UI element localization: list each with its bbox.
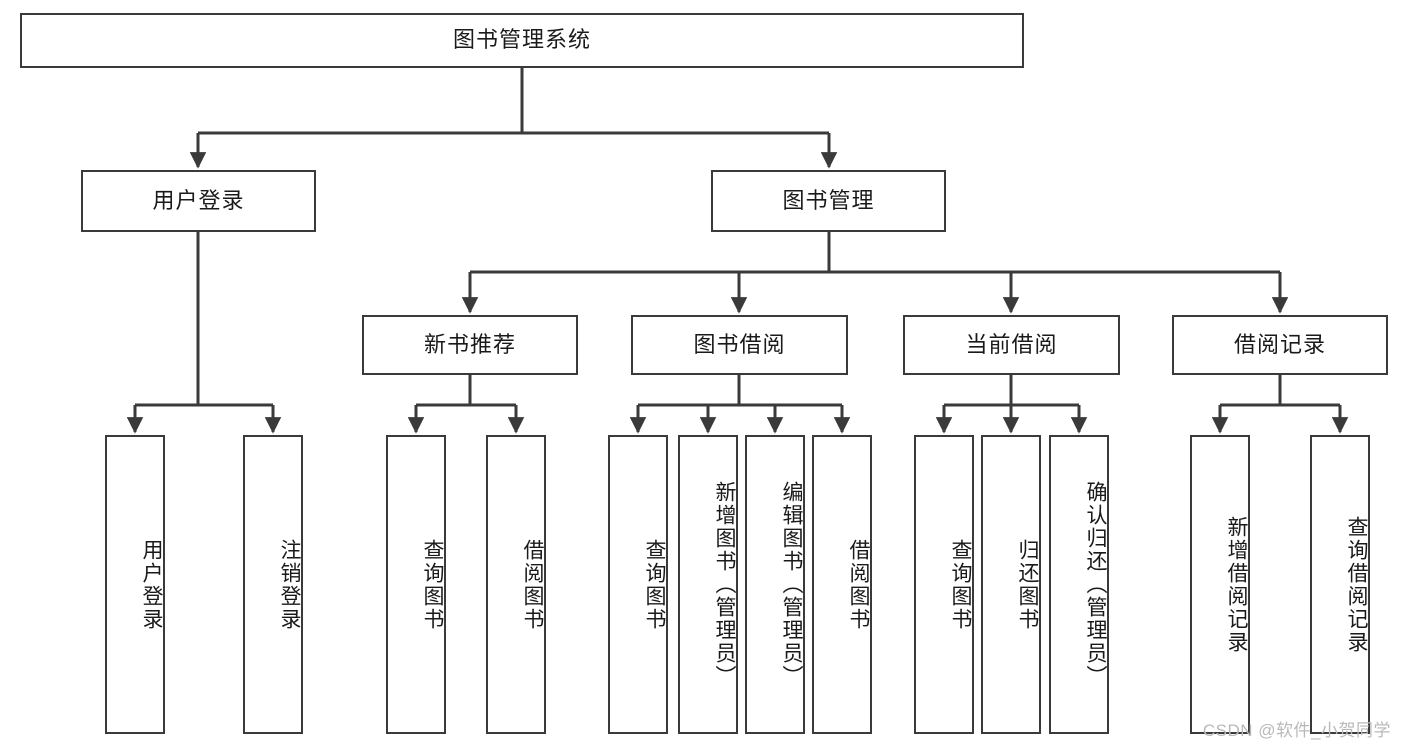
leaf-node-label: 注销登录 xyxy=(278,538,301,631)
node-current-borrow-label: 当前借阅 xyxy=(965,331,1058,357)
node-book-management[interactable]: 图书管理 xyxy=(711,170,946,232)
watermark: CSDN @软件_小贺同学 xyxy=(1202,721,1391,740)
node-book-management-label: 图书管理 xyxy=(782,187,875,213)
node-borrow-record[interactable]: 借阅记录 xyxy=(1172,315,1388,375)
leaf-node[interactable]: 确认归还（管理员） xyxy=(1049,435,1109,734)
leaf-node-label: 查询图书 xyxy=(421,538,444,631)
leaf-node-label: 查询图书 xyxy=(949,538,972,631)
leaf-node[interactable]: 新增图书（管理员） xyxy=(678,435,738,734)
leaf-node[interactable]: 查询图书 xyxy=(386,435,446,734)
leaf-node-label: 新增图书（管理员） xyxy=(713,481,736,688)
leaf-node-label: 确认归还（管理员） xyxy=(1084,481,1107,688)
leaf-node[interactable]: 借阅图书 xyxy=(486,435,546,734)
leaf-node[interactable]: 查询图书 xyxy=(608,435,668,734)
node-root[interactable]: 图书管理系统 xyxy=(20,13,1024,68)
node-new-book-recommend[interactable]: 新书推荐 xyxy=(362,315,578,375)
leaf-node[interactable]: 编辑图书（管理员） xyxy=(745,435,805,734)
leaf-node[interactable]: 注销登录 xyxy=(243,435,303,734)
node-user-login-label: 用户登录 xyxy=(152,187,245,213)
leaf-node-label: 借阅图书 xyxy=(847,538,870,631)
leaf-node[interactable]: 查询图书 xyxy=(914,435,974,734)
node-current-borrow[interactable]: 当前借阅 xyxy=(903,315,1120,375)
leaf-node-label: 用户登录 xyxy=(140,538,163,631)
leaf-node[interactable]: 查询借阅记录 xyxy=(1310,435,1370,734)
leaf-node-label: 查询借阅记录 xyxy=(1345,515,1368,654)
leaf-node[interactable]: 新增借阅记录 xyxy=(1190,435,1250,734)
leaf-node-label: 借阅图书 xyxy=(521,538,544,631)
leaf-node[interactable]: 用户登录 xyxy=(105,435,165,734)
node-user-login[interactable]: 用户登录 xyxy=(81,170,316,232)
node-book-borrow-label: 图书借阅 xyxy=(693,331,786,357)
node-book-borrow[interactable]: 图书借阅 xyxy=(631,315,848,375)
node-new-book-recommend-label: 新书推荐 xyxy=(423,331,516,357)
leaf-node[interactable]: 归还图书 xyxy=(981,435,1041,734)
leaf-node-label: 归还图书 xyxy=(1016,538,1039,631)
node-borrow-record-label: 借阅记录 xyxy=(1233,331,1326,357)
leaf-node-label: 查询图书 xyxy=(643,538,666,631)
node-root-label: 图书管理系统 xyxy=(452,27,591,53)
leaf-node-label: 编辑图书（管理员） xyxy=(780,481,803,688)
leaf-node-label: 新增借阅记录 xyxy=(1225,515,1248,654)
leaf-node[interactable]: 借阅图书 xyxy=(812,435,872,734)
